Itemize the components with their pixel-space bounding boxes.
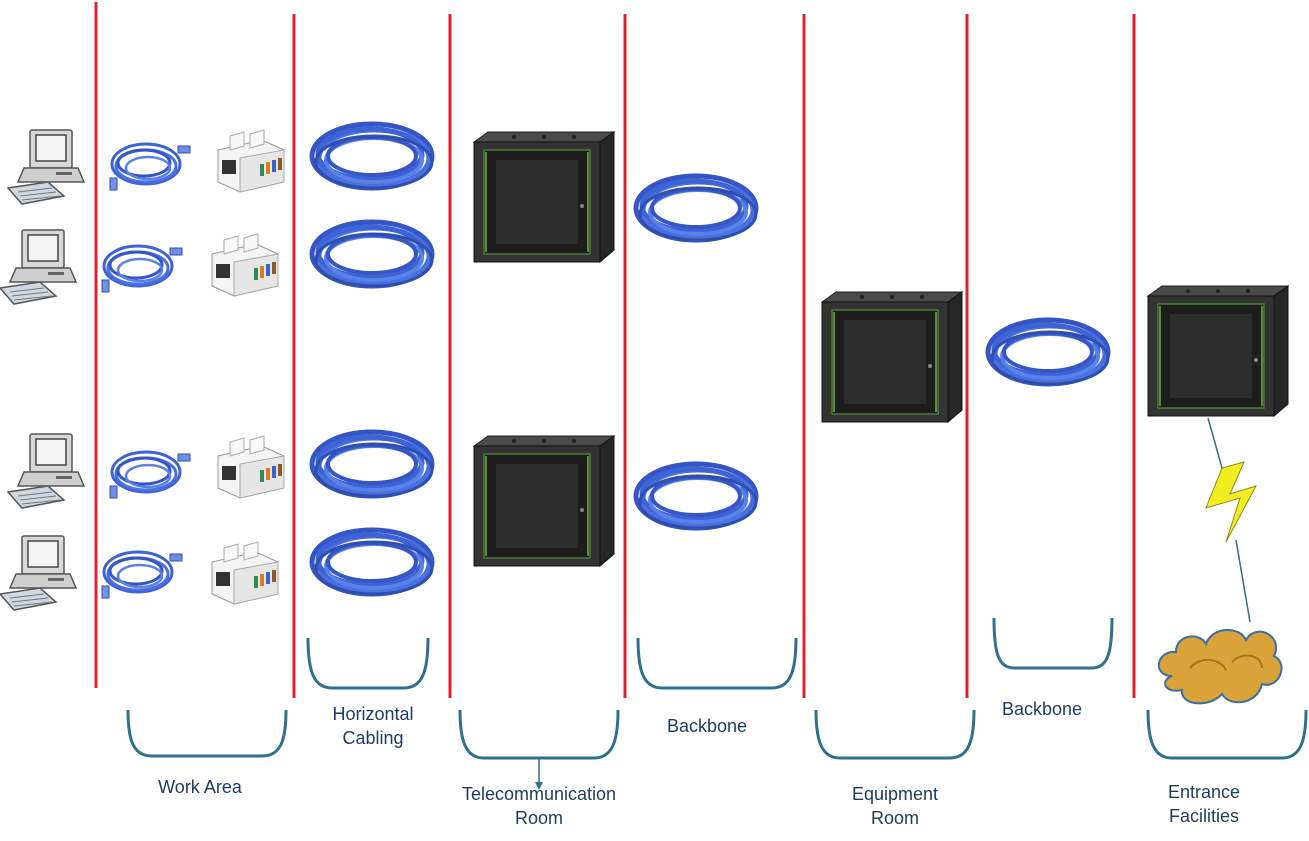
rack-cabinet-icon: [473, 131, 615, 263]
lightning-icon: [1205, 417, 1258, 623]
label-text: Horizontal: [332, 704, 414, 724]
rack-cabinet-icon: [1147, 285, 1289, 417]
label-text: Backbone: [666, 716, 748, 736]
rj45-jack-icon: [211, 541, 279, 605]
label-text: Telecommunication: [461, 784, 617, 804]
label-telecommunication-room: Telecommunication Room: [438, 782, 640, 830]
label-equipment-room: Equipment Room: [825, 782, 965, 830]
cable-coil-icon: [312, 530, 432, 594]
bracket-telecom-room: [458, 709, 620, 760]
cable-coil-icon: [636, 464, 756, 528]
rack-cabinet-icon: [473, 435, 615, 567]
bracket-backbone-1: [636, 637, 798, 690]
label-backbone-2: Backbone: [972, 697, 1112, 721]
label-text: Facilities: [1168, 806, 1239, 826]
rack-cabinet-icon: [821, 291, 963, 423]
patch-cable-icon: [108, 142, 192, 192]
cable-coil-icon: [636, 176, 756, 240]
bracket-equipment-room: [814, 709, 976, 760]
cable-coil-icon: [988, 320, 1108, 384]
label-horizontal-cabling: Horizontal Cabling: [303, 702, 443, 750]
patch-cable-icon: [108, 450, 192, 500]
bracket-backbone-2: [992, 617, 1114, 670]
rj45-jack-icon: [217, 129, 285, 193]
cable-coil-icon: [312, 432, 432, 496]
label-backbone-1: Backbone: [637, 714, 777, 738]
patch-cable-icon: [100, 244, 184, 294]
label-text: Entrance: [1167, 782, 1241, 802]
zone-dividers: [94, 2, 1136, 698]
bracket-work-area: [126, 709, 288, 758]
arrow-icon: [535, 758, 543, 790]
label-work-area: Work Area: [130, 775, 270, 799]
label-text: Room: [514, 808, 563, 828]
computer-icon: [7, 433, 85, 509]
patch-cable-icon: [100, 550, 184, 600]
computer-icon: [0, 535, 77, 611]
rj45-jack-icon: [217, 435, 285, 499]
computer-icon: [0, 229, 77, 305]
cable-coil-icon: [312, 124, 432, 188]
label-text: Work Area: [158, 777, 242, 797]
label-text: Room: [870, 808, 919, 828]
label-text: Cabling: [342, 728, 404, 748]
rj45-jack-icon: [211, 233, 279, 297]
bracket-entrance-facilities: [1146, 709, 1308, 760]
cloud-icon: [1157, 629, 1283, 705]
bracket-horizontal-cabling: [306, 637, 430, 690]
cable-coil-icon: [312, 222, 432, 286]
label-entrance-facilities: Entrance Facilities: [1134, 780, 1274, 828]
computer-icon: [7, 129, 85, 205]
label-text: Equipment: [851, 784, 939, 804]
label-text: Backbone: [1001, 699, 1083, 719]
